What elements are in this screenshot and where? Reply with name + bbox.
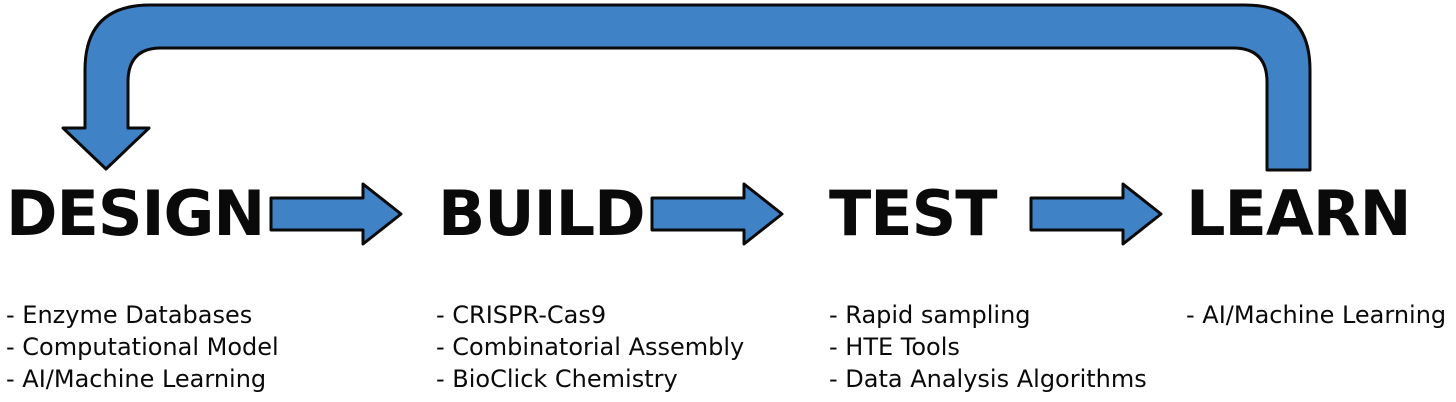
arrow-build-to-test: [650, 182, 784, 246]
learn-item-list: - AI/Machine Learning: [1186, 299, 1446, 331]
stage-title-learn: LEARN: [1186, 177, 1411, 250]
list-item: - Data Analysis Algorithms: [829, 365, 1147, 393]
list-item: - AI/Machine Learning: [6, 365, 267, 393]
stage-title-test: TEST: [829, 177, 998, 250]
stage-title-build: BUILD: [438, 177, 646, 250]
list-item: - AI/Machine Learning: [1186, 301, 1447, 329]
design-item-list: - Enzyme Databases - Computational Model…: [6, 299, 279, 395]
arrow-test-to-learn: [1029, 182, 1163, 246]
arrow-design-to-build: [269, 182, 403, 246]
list-item: - Rapid sampling: [829, 301, 1031, 329]
list-item: - CRISPR-Cas9: [436, 301, 607, 329]
test-item-list: - Rapid sampling - HTE Tools - Data Anal…: [829, 299, 1147, 395]
list-item: - HTE Tools: [829, 333, 960, 361]
stage-title-design: DESIGN: [6, 177, 265, 250]
list-item: - Computational Model: [6, 333, 279, 361]
list-item: - Combinatorial Assembly: [436, 333, 745, 361]
build-item-list: - CRISPR-Cas9 - Combinatorial Assembly -…: [436, 299, 744, 395]
list-item: - BioClick Chemistry: [436, 365, 678, 393]
list-item: - Enzyme Databases: [6, 301, 253, 329]
feedback-loop-arrow: [61, 3, 1312, 172]
